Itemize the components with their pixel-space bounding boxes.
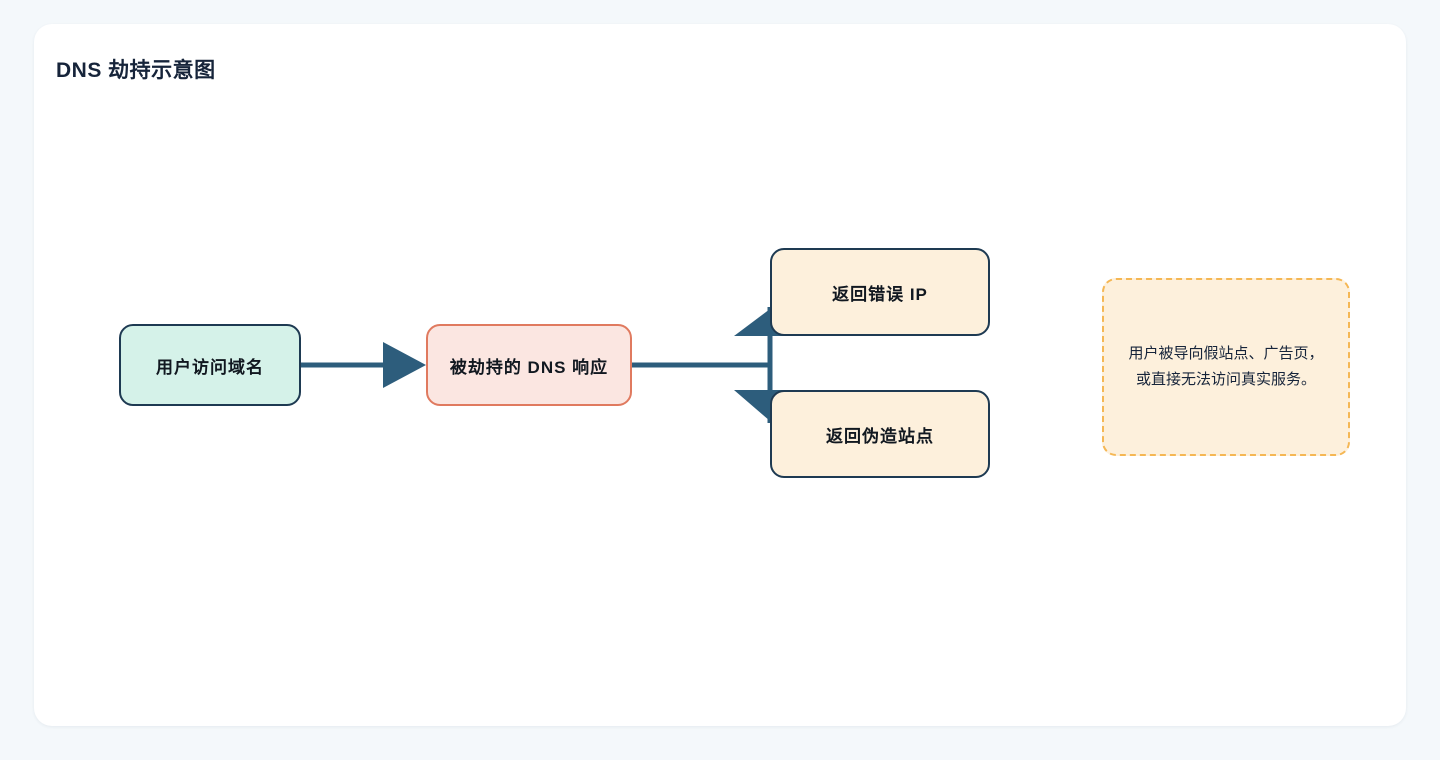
diagram-card: DNS 劫持示意图 用户访问域名 <box>34 24 1406 726</box>
page-title: DNS 劫持示意图 <box>56 59 216 82</box>
note-box-text: 用户被导向假站点、广告页， 或直接无法访问真实服务。 <box>1128 344 1324 388</box>
node-user-visits-domain[interactable]: 用户访问域名 <box>119 324 301 406</box>
node-return-wrong-ip[interactable]: 返回错误 IP <box>770 248 990 336</box>
node-wrong-ip-label: 返回错误 IP <box>832 284 928 304</box>
node-return-fake-site[interactable]: 返回伪造站点 <box>770 390 990 478</box>
edge-user-to-hijacked <box>301 342 426 388</box>
node-user-label: 用户访问域名 <box>156 357 264 377</box>
node-fake-site-label: 返回伪造站点 <box>826 426 934 446</box>
node-hijacked-label: 被劫持的 DNS 响应 <box>449 357 609 377</box>
diagram-canvas: 用户访问域名 被劫持的 DNS 响应 返回错误 IP 返回伪造站点 用户被导向假… <box>34 24 1406 726</box>
node-hijacked-dns-response[interactable]: 被劫持的 DNS 响应 <box>426 324 632 406</box>
note-box-impact[interactable]: 用户被导向假站点、广告页， 或直接无法访问真实服务。 <box>1102 278 1350 456</box>
